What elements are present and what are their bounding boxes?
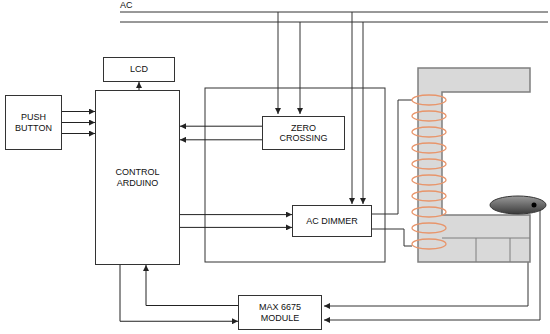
ac-line bbox=[120, 12, 548, 13]
box-label: MAX 6675 MODULE bbox=[242, 302, 318, 323]
thermocouple-dot bbox=[532, 203, 537, 208]
signal-arrow bbox=[146, 265, 238, 306]
zero-crossing-box: ZERO CROSSING bbox=[262, 116, 345, 150]
core-block bbox=[510, 238, 511, 262]
signal-arrow bbox=[62, 122, 95, 123]
box-label: AC DIMMER bbox=[306, 216, 358, 226]
sensor-module-box: MAX 6675 MODULE bbox=[238, 295, 322, 330]
core-block bbox=[442, 238, 530, 239]
controller-box: CONTROL ARDUINO bbox=[95, 90, 180, 265]
ac-feed bbox=[363, 22, 364, 204]
ac-line bbox=[120, 22, 548, 23]
driver-board bbox=[205, 88, 385, 262]
supply-label: AC bbox=[120, 0, 133, 10]
signal-arrow bbox=[139, 82, 140, 90]
coil-turn bbox=[412, 95, 446, 105]
coil-turn bbox=[412, 143, 446, 153]
coil-turn bbox=[412, 191, 446, 201]
signal-arrow bbox=[180, 214, 292, 215]
coil-turn bbox=[412, 111, 446, 121]
coil-turn bbox=[412, 175, 446, 185]
box-label: LCD bbox=[130, 64, 148, 74]
coil-lead bbox=[372, 229, 412, 246]
signal-arrow bbox=[120, 265, 238, 321]
box-label: CONTROL ARDUINO bbox=[99, 167, 176, 188]
signal-arrow bbox=[180, 227, 292, 228]
signal-arrow bbox=[180, 139, 262, 140]
induction-coil bbox=[412, 95, 446, 249]
ac-feed bbox=[300, 22, 301, 114]
lcd-box: LCD bbox=[103, 57, 175, 82]
signal-arrow bbox=[180, 126, 262, 127]
push-button-box: PUSH BUTTON bbox=[5, 95, 62, 150]
ac-feed bbox=[278, 12, 279, 114]
coil-turn bbox=[412, 239, 446, 249]
coil-turn bbox=[412, 127, 446, 137]
thermocouple-disc bbox=[490, 196, 546, 214]
box-label: PUSH BUTTON bbox=[9, 112, 58, 133]
coil-lead bbox=[372, 100, 412, 214]
core-block bbox=[476, 238, 477, 262]
coil-turn bbox=[412, 223, 446, 233]
coil-turn bbox=[412, 207, 446, 217]
ac-feed bbox=[352, 12, 353, 204]
box-label: ZERO CROSSING bbox=[266, 123, 341, 144]
dimmer-box: AC DIMMER bbox=[292, 205, 372, 237]
signal-arrow bbox=[62, 133, 95, 134]
coil-turn bbox=[412, 159, 446, 169]
signal-arrow bbox=[62, 111, 95, 112]
